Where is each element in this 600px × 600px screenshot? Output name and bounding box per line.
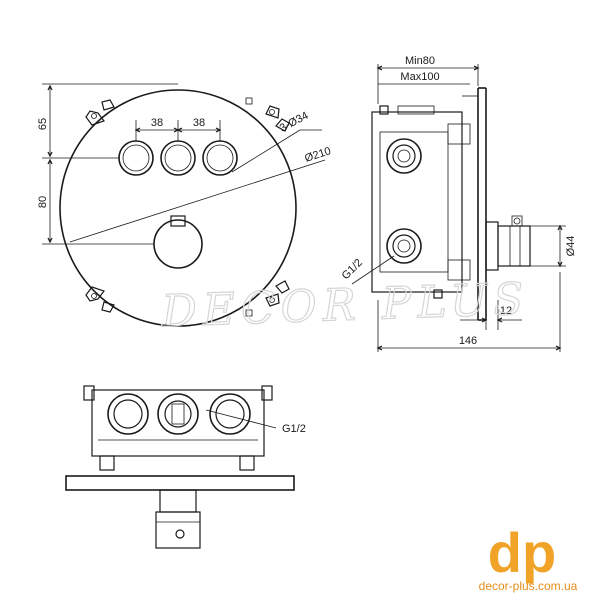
front-dimension-arrows [47, 84, 222, 244]
top-cover-plate [65, 475, 295, 491]
dim-holes: 3-Ø34 [278, 110, 311, 135]
side-dimension-lines [351, 64, 566, 352]
dim-stem-length: 12 [500, 305, 512, 317]
side-ports [386, 138, 422, 264]
cover-plate-outline [59, 89, 297, 327]
side-dimension-arrows [376, 65, 563, 351]
front-dimension-lines [42, 83, 326, 245]
dim-front-top: 65 [37, 118, 49, 130]
dim-max: Max100 [400, 71, 439, 83]
side-view: Min80 Max100 G1/2 Ø44 12 146 [340, 55, 577, 352]
dim-spacing-2: 38 [193, 117, 205, 129]
valve-body [371, 105, 471, 299]
wall-plate [462, 87, 487, 321]
top-ports [107, 393, 251, 435]
brand-logo-mark: dp [488, 521, 556, 584]
dim-stem-diameter: Ø44 [565, 236, 577, 257]
top-stem [155, 489, 201, 549]
dim-thread-top: G1/2 [282, 423, 306, 435]
watermark: DECOR PLUS [160, 274, 530, 338]
brand-logo: dp decor-plus.com.ua [479, 521, 578, 593]
outlet-holes [118, 140, 238, 176]
dim-front-side: 80 [37, 196, 49, 208]
stem-cartridge [485, 215, 531, 271]
top-thread-leader [205, 409, 277, 429]
dim-spacing-1: 38 [151, 117, 163, 129]
dim-total-depth: 146 [459, 335, 477, 347]
top-view: G1/2 [65, 385, 306, 549]
dim-min: Min80 [405, 55, 435, 67]
valve-box [83, 385, 273, 471]
thermostat-knob [153, 215, 203, 269]
brand-url: decor-plus.com.ua [479, 579, 578, 593]
